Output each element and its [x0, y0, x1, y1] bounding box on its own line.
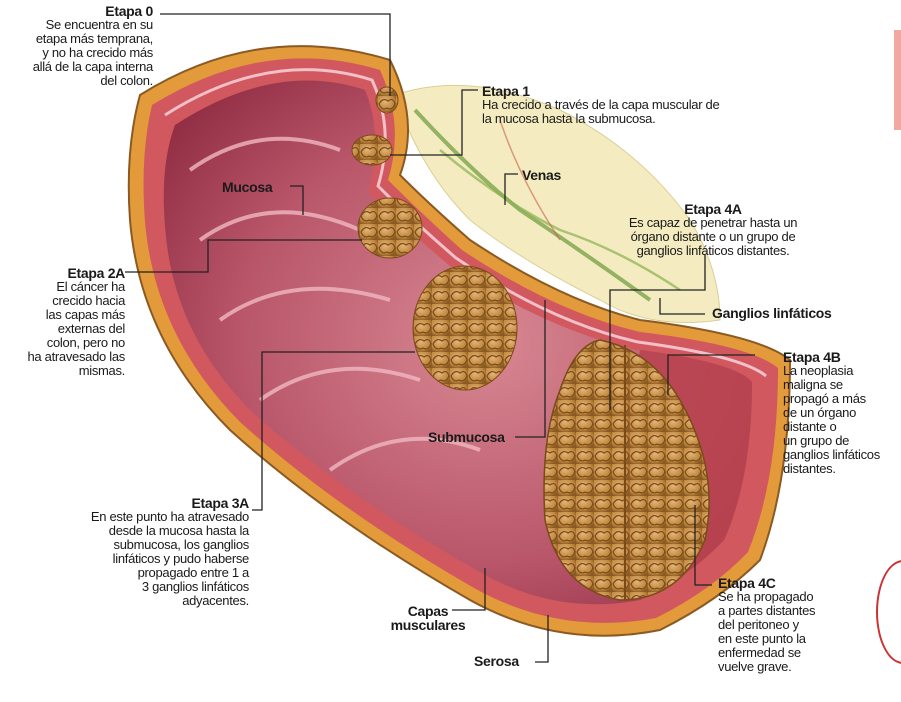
etapa4b-title: Etapa 4B [783, 350, 880, 364]
etapa1-title: Etapa 1 [482, 84, 719, 98]
label-capas: Capas musculares [383, 604, 473, 632]
etapa3a-desc: En este punto ha atravesado desde la muc… [91, 510, 249, 608]
label-etapa2a: Etapa 2A El cáncer ha crecido hacia las … [27, 266, 125, 378]
label-etapa1: Etapa 1 Ha crecido a través de la capa m… [482, 84, 719, 126]
label-mucosa: Mucosa [222, 180, 272, 194]
etapa3a-title: Etapa 3A [91, 496, 249, 510]
etapa2a-title: Etapa 2A [27, 266, 125, 280]
etapa0-desc: Se encuentra en su etapa más temprana, y… [33, 18, 153, 88]
etapa1-desc: Ha crecido a través de la capa muscular … [482, 98, 719, 126]
etapa4c-desc: Se ha propagado a partes distantes del p… [718, 590, 815, 674]
etapa4a-desc: Es capaz de penetrar hasta un órgano dis… [598, 216, 828, 258]
label-etapa4a: Etapa 4A Es capaz de penetrar hasta un ó… [598, 202, 828, 258]
label-etapa4b: Etapa 4B La neoplasia maligna se propagó… [783, 350, 880, 476]
etapa4b-desc: La neoplasia maligna se propagó a más de… [783, 364, 880, 476]
etapa0-title: Etapa 0 [33, 4, 153, 18]
label-serosa: Serosa [474, 654, 519, 668]
label-etapa0: Etapa 0 Se encuentra en su etapa más tem… [33, 4, 153, 88]
label-etapa4c: Etapa 4C Se ha propagado a partes distan… [718, 576, 815, 674]
pink-accent-bar [894, 30, 901, 130]
label-ganglios: Ganglios linfáticos [712, 306, 832, 320]
label-etapa3a: Etapa 3A En este punto ha atravesado des… [91, 496, 249, 608]
etapa4a-title: Etapa 4A [598, 202, 828, 216]
label-venas: Venas [522, 168, 561, 182]
label-submucosa: Submucosa [428, 430, 505, 444]
etapa2a-desc: El cáncer ha crecido hacia las capas más… [27, 280, 125, 378]
etapa4c-title: Etapa 4C [718, 576, 815, 590]
